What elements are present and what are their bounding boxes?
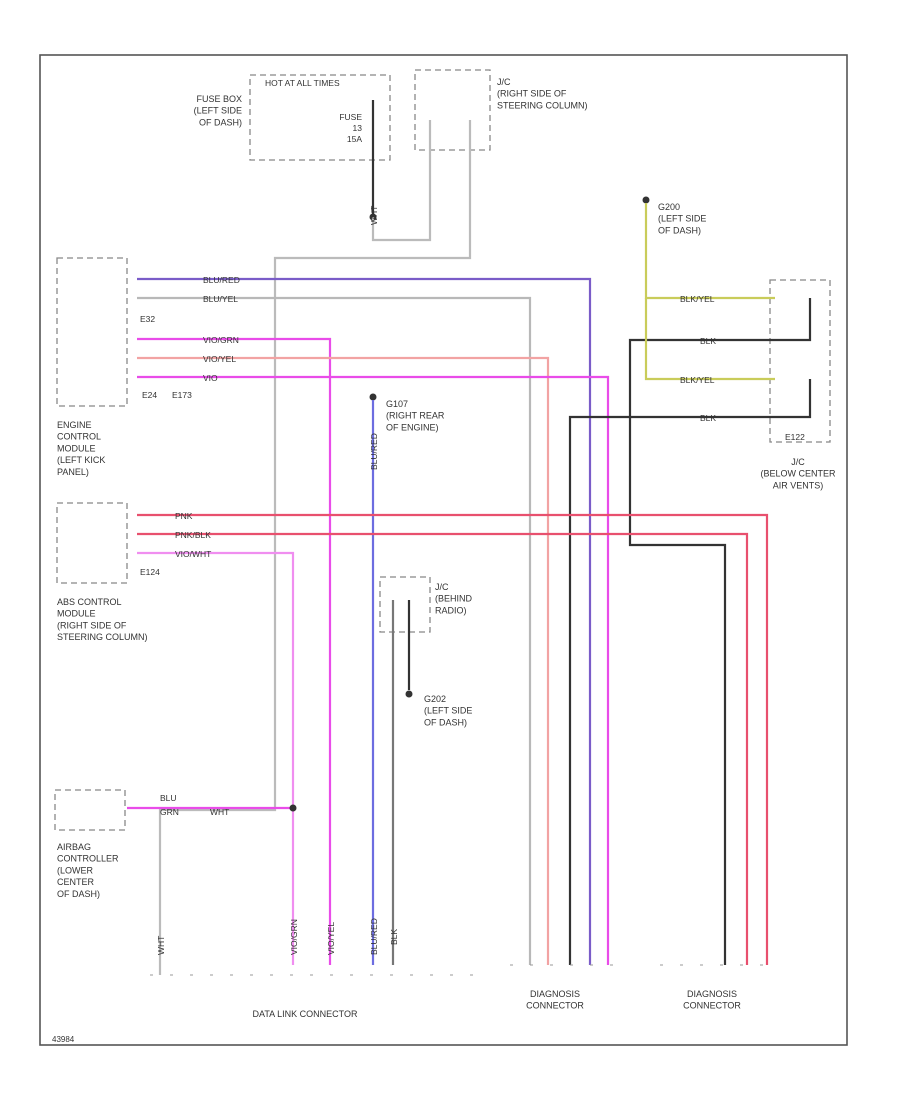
wire-ecm-vio-yel: [137, 356, 550, 965]
label-ecm-splice-1: E24: [142, 390, 157, 400]
ground-g200: [642, 196, 650, 204]
label-ecm-splice-2: E173: [172, 390, 192, 400]
wire-airbag: [127, 804, 297, 812]
wire-label-jc-3: BLK/YEL: [680, 375, 715, 385]
wire-label-jc-1: BLK/YEL: [680, 294, 715, 304]
wire-abs-pnk-blk: [137, 532, 749, 965]
wire-ecm-vio-grn: [137, 337, 332, 965]
ground-g202: [405, 690, 413, 698]
fuse-box: [249, 74, 391, 161]
wire-label-ecm-5: VIO: [203, 373, 218, 383]
wire-label-abs-2: PNK/BLK: [175, 530, 211, 540]
wire-label-dlc-vio-grn: VIO/GRN: [289, 919, 299, 955]
junction-connector-top: [414, 69, 491, 151]
wire-label-ecm-3: VIO/GRN: [203, 335, 239, 345]
wire-jc-right: [568, 203, 812, 965]
wire-ecm-vio: [137, 375, 610, 965]
wire-ecm-blu-yel: [137, 296, 532, 965]
wire-label-ecm-2: BLU/YEL: [203, 294, 238, 304]
wire-label-ecm-1: BLU/RED: [203, 275, 240, 285]
abs-control-module: [56, 502, 128, 584]
wire-ecm-blu-red: [137, 277, 592, 965]
label-dlc: DATA LINK CONNECTOR: [252, 1009, 358, 1019]
wire-label-g107: BLU/RED: [369, 433, 379, 470]
ground-g107: [369, 393, 377, 401]
wire-label-fuse-out: WHT: [369, 206, 379, 225]
junction-connector-mid: [379, 576, 431, 633]
wire-label-abs-1: PNK: [175, 511, 193, 521]
wire-label-dlc-vio: VIO/YEL: [326, 922, 336, 955]
label-abs-conn: E124: [140, 567, 160, 577]
junction-connector-right: [769, 279, 831, 443]
wire-label-airbag-2: GRN: [160, 807, 179, 817]
diagram-frame: [39, 54, 848, 1046]
wire-label-abs-3: VIO/WHT: [175, 549, 211, 559]
wire-jc-mid: [391, 600, 411, 965]
wire-label-airbag-1: BLU: [160, 793, 177, 803]
wire-label-ecm-4: VIO/YEL: [203, 354, 236, 364]
wire-abs-vio-wht: [137, 551, 295, 965]
wire-label-airbag-3: WHT: [210, 807, 229, 817]
figure-id: 43984: [52, 1035, 75, 1044]
wire-label-jc-4: BLK: [700, 413, 716, 423]
engine-control-module: [56, 257, 128, 407]
wire-label-dlc-blu-red: BLU/RED: [369, 918, 379, 955]
label-ecm-conn: E32: [140, 314, 155, 324]
airbag-controller: [54, 789, 126, 831]
wire-label-dlc-wht: WHT: [156, 936, 166, 955]
wire-label-dlc-blk: BLK: [389, 929, 399, 945]
label-jc-right-conn: E122: [785, 432, 805, 442]
label-hot-at-all-times: HOT AT ALL TIMES: [265, 78, 340, 88]
wire-label-jc-2: BLK: [700, 336, 716, 346]
wire-abs-pnk: [137, 513, 769, 965]
